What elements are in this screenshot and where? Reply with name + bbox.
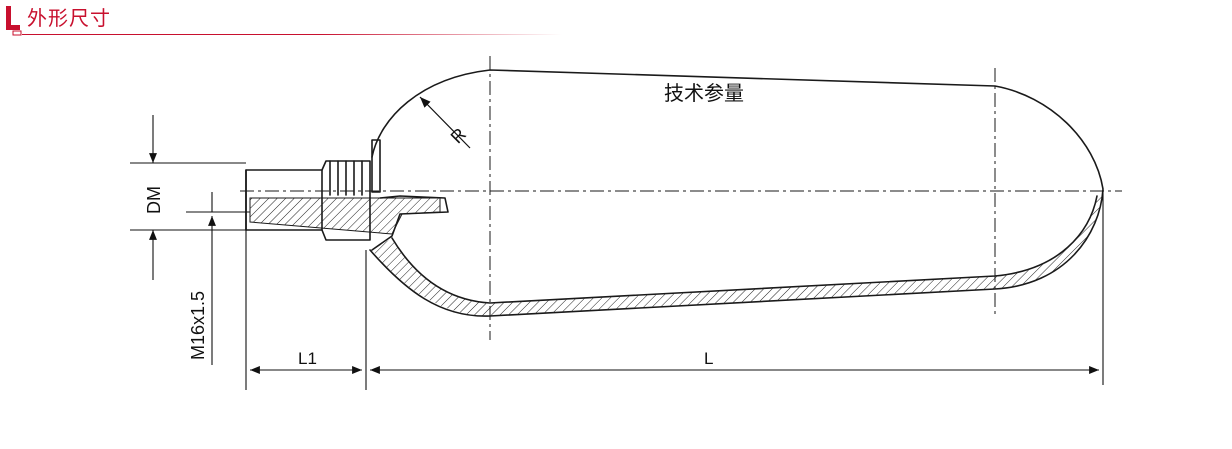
radius-leader [419,96,471,149]
port-body [245,160,371,241]
thread-label: M16x1.5 [188,291,208,360]
port-section-hatch [249,197,441,235]
center-label: 技术参量 [664,81,744,105]
section-header: 外形尺寸 [0,0,562,40]
section-marker-icon [6,6,22,36]
section-title: 外形尺寸 [27,6,111,30]
l1-label: L1 [298,349,317,368]
l-label: L [704,349,713,368]
header-divider [22,34,562,35]
port-flange [371,139,381,193]
liner-hatch [372,189,1103,316]
diameter-label: DM [144,186,164,214]
valve-stem [371,195,449,251]
